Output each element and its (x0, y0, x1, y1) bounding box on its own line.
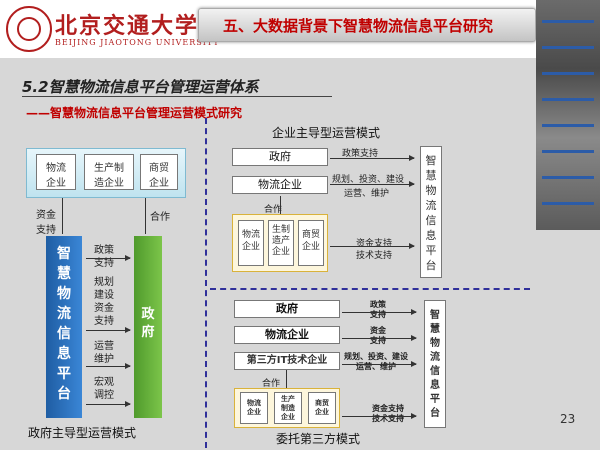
warehouse-photo (536, 0, 600, 230)
rb-label-fund-tech: 资金支持技术支持 (372, 404, 404, 423)
slide-subtitle: ——智慧物流信息平台管理运营模式研究 (26, 106, 243, 120)
left-label-plan: 规划建设资金支持 (94, 277, 114, 327)
rt-platform-box: 智慧物流信息平台 (420, 146, 442, 278)
page-number: 23 (560, 412, 576, 426)
rt-inner-trade: 商贸企业 (298, 220, 324, 266)
rt-inner-manufacturing: 生制造产企业 (268, 220, 294, 266)
section-title: 五、大数据背景下智慧物流信息平台研究 (223, 17, 494, 35)
university-logo-en: BEIJING JIAOTONG UNIVERSITY (55, 38, 220, 47)
left-box-manufacturing: 生产制造企业 (84, 154, 134, 190)
rb-arrow-4 (342, 413, 417, 419)
left-arrow-2 (86, 327, 131, 333)
left-arrow-3 (86, 363, 131, 369)
rb-coop-label: 合作 (262, 379, 281, 389)
rb-inner-trade: 商贸企业 (308, 392, 336, 424)
section-title-band: 五、大数据背景下智慧物流信息平台研究 (198, 8, 536, 42)
rb-label-plan: 规划、投资、建设运营、维护 (344, 352, 408, 371)
rb-platform-box: 智慧物流信息平台 (424, 300, 446, 428)
coop-arrow (145, 198, 146, 234)
rt-label-plan: 规划、投资、建设 (332, 175, 405, 185)
rb-coop-arrow (286, 370, 287, 388)
rb-inner-logistics: 物流企业 (240, 392, 268, 424)
left-label-ops: 运营维护 (94, 341, 114, 365)
rt-label-policy: 政策支持 (342, 149, 379, 159)
left-box-logistics: 物流企业 (36, 154, 76, 190)
rt-label-fund: 资金支持 (356, 239, 393, 249)
left-arrow-4 (86, 401, 131, 407)
rb-label-policy: 政策支持 (370, 300, 386, 319)
slide-title: 5.2智慧物流信息平台管理运营体系 (22, 78, 259, 96)
divider-vertical (205, 118, 207, 448)
divider-horizontal (210, 288, 530, 290)
rb-gov-box: 政府 (234, 300, 340, 318)
right-bottom-caption: 委托第三方模式 (276, 432, 361, 446)
title-underline (22, 96, 332, 97)
rt-gov-box: 政府 (232, 148, 328, 166)
left-arrow-1 (86, 255, 131, 261)
university-logo-cn: 北京交通大学 (55, 13, 200, 39)
rt-logistics-box: 物流企业 (232, 176, 328, 194)
platform-bar-left: 智慧物流信息平台 (46, 236, 82, 418)
fund-arrow (62, 198, 63, 234)
rb-label-fund: 资金支持 (370, 326, 386, 345)
rt-label-ops: 运营、维护 (344, 189, 390, 199)
left-label-policy: 政策支持 (94, 245, 114, 269)
rb-arrow-2 (342, 335, 417, 341)
right-top-caption: 企业主导型运营模式 (272, 126, 381, 140)
rb-third-party-box: 第三方IT技术企业 (234, 352, 340, 370)
coop-label: 合作 (150, 212, 170, 223)
rt-arrow-1 (330, 155, 415, 161)
left-box-trade: 商贸企业 (140, 154, 178, 190)
rt-coop-label: 合作 (264, 205, 283, 215)
rt-label-tech: 技术支持 (356, 251, 393, 261)
rb-arrow-3 (342, 361, 417, 367)
rt-arrow-2 (330, 181, 415, 187)
rb-inner-manufacturing: 生产制造企业 (274, 392, 302, 424)
left-label-macro: 宏观调控 (94, 377, 114, 401)
rt-coop-arrow (280, 196, 281, 214)
university-seal-icon (6, 6, 52, 52)
left-caption: 政府主导型运营模式 (28, 426, 137, 440)
rt-arrow-3 (330, 243, 415, 249)
government-bar: 政府 (134, 236, 162, 418)
rb-logistics-box: 物流企业 (234, 326, 340, 344)
fund-support-label: 资金支持 (36, 210, 56, 236)
rt-inner-logistics: 物流企业 (238, 220, 264, 266)
rb-arrow-1 (342, 309, 417, 315)
